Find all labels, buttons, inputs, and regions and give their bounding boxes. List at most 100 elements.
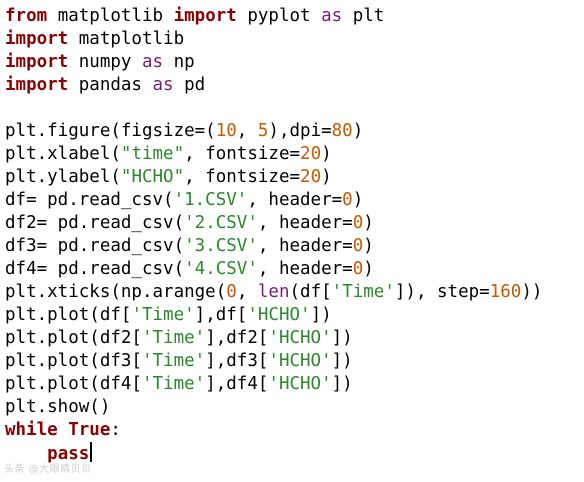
code-token: plt.plot(df4[ (5, 374, 142, 394)
code-token-num: 160 (489, 282, 522, 302)
code-token-str: "HCHO" (120, 167, 185, 187)
code-token: matplotlib (68, 29, 185, 49)
code-token: plt.xlabel( (5, 144, 121, 164)
code-token: matplotlib (47, 6, 174, 26)
code-token-num: 10 (215, 121, 237, 141)
code-line[interactable]: plt.plot(df2['Time'],df2['HCHO']) (5, 327, 542, 350)
code-token: ]) (331, 374, 353, 394)
code-token: plt.xticks(np.arange( (5, 282, 227, 302)
code-token-str: 'Time' (331, 282, 395, 302)
code-token: ]) (331, 351, 353, 371)
code-token: ),dpi= (268, 121, 332, 141)
code-token: ) (352, 190, 364, 210)
code-token-kw: while (5, 420, 58, 440)
code-line[interactable]: plt.plot(df3['Time'],df3['HCHO']) (5, 350, 542, 373)
code-token-str: "time" (120, 144, 185, 164)
code-token-num: 0 (352, 259, 364, 279)
code-line[interactable]: plt.show() (5, 396, 542, 419)
code-line[interactable]: import numpy as np (5, 51, 542, 74)
code-token: , (236, 121, 258, 141)
code-token-kw: import (5, 75, 69, 95)
code-token: plt.plot(df3[ (5, 351, 142, 371)
code-token: ) (321, 144, 332, 164)
code-line[interactable]: while True: (5, 419, 542, 442)
watermark: 头条 @大眼睛贝贝 (4, 464, 92, 475)
code-token-num: 0 (342, 190, 353, 210)
code-line[interactable]: plt.plot(df4['Time'],df4['HCHO']) (5, 373, 542, 396)
code-token: plt.plot(df2[ (5, 328, 142, 348)
code-token: plt.plot(df[ (5, 305, 132, 325)
code-token-kw: from (5, 6, 48, 26)
code-token-str: 'HCHO' (268, 351, 332, 371)
code-token: plt (342, 6, 385, 26)
code-token-kw: pass (47, 444, 90, 464)
code-token-num: 20 (300, 167, 322, 187)
code-line[interactable] (5, 97, 542, 120)
code-token-str: 'HCHO' (268, 374, 332, 394)
code-token-num: 0 (352, 213, 364, 233)
code-token: , (236, 282, 258, 302)
code-token: df= pd.read_csv( (5, 190, 174, 210)
code-token-kw: import (5, 29, 69, 49)
code-token: ) (363, 259, 374, 279)
code-token-str: '3.CSV' (184, 236, 258, 256)
code-token: (df[ (289, 282, 332, 302)
code-line[interactable]: plt.xlabel("time", fontsize=20) (5, 143, 542, 166)
code-token: ) (321, 167, 332, 187)
code-token-str: 'Time' (141, 328, 206, 348)
code-token: pd (173, 75, 206, 95)
code-token-kw: import (173, 6, 237, 26)
code-token-str: '1.CSV' (173, 190, 248, 210)
code-token: plt.ylabel( (5, 167, 121, 187)
code-token: , header= (257, 259, 353, 279)
code-line[interactable]: plt.ylabel("HCHO", fontsize=20) (5, 166, 542, 189)
code-token: ],df2[ (205, 328, 269, 348)
code-line[interactable]: df4= pd.read_csv('4.CSV', header=0) (5, 258, 542, 281)
code-token: numpy (68, 52, 142, 72)
code-token-str: 'HCHO' (268, 328, 332, 348)
code-token: plt.show() (5, 397, 111, 417)
code-token-str: 'Time' (141, 351, 206, 371)
code-token-num: 80 (331, 121, 353, 141)
code-token-str: '4.CSV' (184, 259, 258, 279)
code-token: df4= pd.read_csv( (5, 259, 185, 279)
code-token-kw2: as (141, 52, 164, 72)
code-token: ]) (331, 328, 353, 348)
code-token-num: 5 (257, 121, 269, 141)
code-token: np (163, 52, 195, 72)
code-line[interactable]: pass (5, 442, 542, 465)
code-token: pyplot (236, 6, 322, 26)
code-token-str: '2.CSV' (184, 213, 258, 233)
code-line[interactable]: import matplotlib (5, 28, 542, 51)
code-token-kw: True (68, 420, 111, 440)
code-token: ) (352, 121, 364, 141)
code-token (58, 420, 69, 440)
code-token-kw2: len (257, 282, 290, 302)
text-cursor (90, 442, 93, 462)
code-line[interactable]: df3= pd.read_csv('3.CSV', header=0) (5, 235, 542, 258)
code-line[interactable]: plt.plot(df['Time'],df['HCHO']) (5, 304, 542, 327)
code-token: )) (521, 282, 543, 302)
code-token-num: 0 (352, 236, 364, 256)
code-line[interactable]: df= pd.read_csv('1.CSV', header=0) (5, 189, 542, 212)
code-line[interactable]: from matplotlib import pyplot as plt (5, 5, 542, 28)
code-line[interactable]: import pandas as pd (5, 74, 542, 97)
code-token: , fontsize= (184, 144, 301, 164)
code-token: , fontsize= (184, 167, 301, 187)
code-token-num: 20 (300, 144, 322, 164)
code-line[interactable]: plt.xticks(np.arange(0, len(df['Time']),… (5, 281, 542, 304)
code-token: ]), step= (394, 282, 490, 302)
code-token: : (110, 420, 121, 440)
code-token: df2= pd.read_csv( (5, 213, 185, 233)
code-token: ],df4[ (205, 374, 269, 394)
code-line[interactable]: plt.figure(figsize=(10, 5),dpi=80) (5, 120, 542, 143)
code-token: plt.figure(figsize=( (5, 121, 216, 141)
code-token-kw2: as (152, 75, 174, 95)
code-token: ) (363, 236, 374, 256)
code-token: ) (363, 213, 374, 233)
code-token: , header= (247, 190, 343, 210)
code-token-num: 0 (226, 282, 237, 302)
code-line[interactable]: df2= pd.read_csv('2.CSV', header=0) (5, 212, 542, 235)
